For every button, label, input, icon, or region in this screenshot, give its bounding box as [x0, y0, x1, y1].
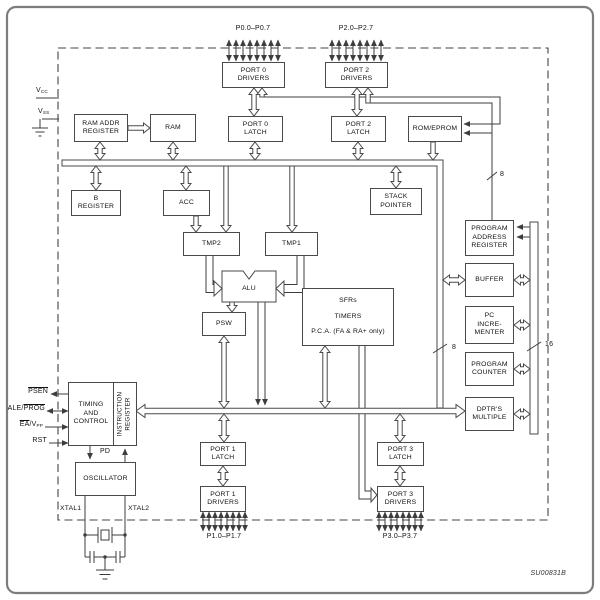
block-alu-label: ALU	[242, 285, 256, 292]
bus-width-address: 16	[545, 341, 554, 348]
bus-connector-arrows	[89, 87, 531, 487]
pca-label: P.C.A. (FA & RA+ only)	[311, 328, 385, 336]
pin-label-p2: P2.0–P2.7	[338, 25, 374, 32]
pin-label-p1: P1.0–P1.7	[206, 533, 242, 540]
timers-label: TIMERS	[334, 312, 362, 320]
block-ram: RAM	[150, 114, 196, 142]
block-port2-latch: PORT 2 LATCH	[331, 116, 386, 142]
ea-vpp-pin-label: EA/VPP	[19, 421, 43, 428]
vcc-pin-label: VCC	[36, 87, 48, 94]
block-port1-drivers: PORT 1 DRIVERS	[200, 486, 246, 512]
block-rom-eprom: ROM/EPROM	[408, 116, 462, 142]
chip-boundary	[57, 47, 549, 521]
block-port3-latch: PORT 3 LATCH	[377, 442, 424, 466]
crystal-circuit	[83, 496, 127, 580]
bus-width-rom-data: 8	[500, 171, 505, 178]
xtal1-label: XTAL1	[60, 505, 82, 512]
rom-address-lines	[262, 96, 501, 220]
block-port1-latch: PORT 1 LATCH	[200, 442, 246, 466]
pd-label: PD	[100, 448, 111, 455]
page-frame	[5, 5, 595, 595]
pin-label-p3: P3.0–P3.7	[382, 533, 418, 540]
block-psw: PSW	[202, 312, 246, 336]
block-buffer: BUFFER	[465, 263, 514, 297]
figure-code: SU00831B	[530, 570, 566, 577]
block-port0-latch: PORT 0 LATCH	[228, 116, 283, 142]
power-pins	[32, 97, 59, 137]
block-oscillator: OSCILLATOR	[75, 462, 136, 496]
rst-pin-label: RST	[32, 437, 47, 444]
block-tmp2: TMP2	[183, 232, 240, 256]
block-instruction-register: INSTRUCTION REGISTER	[113, 382, 137, 446]
port-pin-arrows	[200, 39, 424, 532]
crystal-icon	[100, 529, 110, 541]
ground-symbol	[96, 569, 114, 580]
control-signal-lines	[45, 391, 69, 446]
block-sfrs-timers-pca: SFRs TIMERS P.C.A. (FA & RA+ only)	[302, 288, 394, 346]
block-b-register: B REGISTER	[71, 190, 121, 216]
bus-width-internal: 8	[452, 344, 457, 351]
block-stack-pointer: STACK POINTER	[370, 188, 422, 215]
xtal2-label: XTAL2	[128, 505, 150, 512]
sfrs-label: SFRs	[339, 297, 357, 305]
block-tmp1: TMP1	[265, 232, 318, 256]
block-dptrs-multiple: DPTR'S MULTIPLE	[465, 397, 514, 431]
block-program-address-register: PROGRAM ADDRESS REGISTER	[465, 220, 514, 256]
ground-symbol	[32, 127, 48, 137]
block-ram-addr-register: RAM ADDR REGISTER	[74, 114, 128, 142]
vss-pin-label: VSS	[38, 108, 50, 115]
block-port3-drivers: PORT 3 DRIVERS	[377, 486, 424, 512]
block-port2-drivers: PORT 2 DRIVERS	[325, 62, 388, 88]
block-acc: ACC	[163, 190, 210, 216]
block-pc-incrementer: PC INCRE- MENTER	[465, 306, 514, 344]
ale-prog-pin-label: ALE/PROG	[7, 405, 45, 412]
block-timing-and-control: TIMING AND CONTROL	[68, 382, 114, 446]
pin-label-p0: P0.0–P0.7	[235, 25, 271, 32]
block-port0-drivers: PORT 0 DRIVERS	[222, 62, 285, 88]
psen-pin-label: PSEN	[28, 388, 48, 395]
instruction-register-label: INSTRUCTION REGISTER	[116, 391, 132, 437]
block-program-counter: PROGRAM COUNTER	[465, 352, 514, 386]
